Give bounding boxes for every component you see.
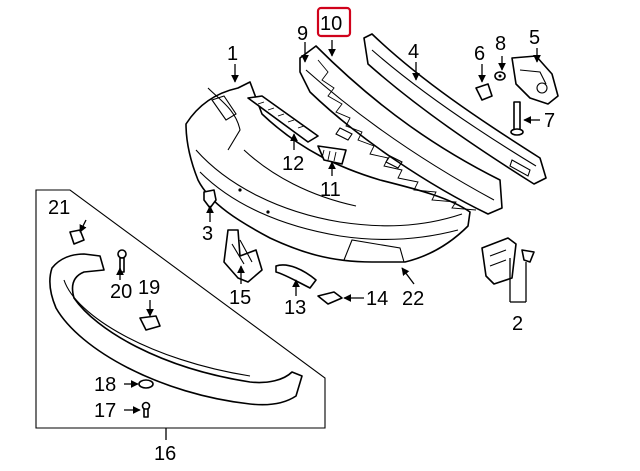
callout-20: 20 [110,281,132,303]
callout-19: 19 [138,277,160,299]
callout-1: 1 [227,43,238,65]
callout-6: 6 [474,43,485,65]
callout-17: 17 [94,400,116,422]
callout-7: 7 [544,110,555,132]
callout-3: 3 [202,223,213,245]
bumper-cover [185,81,471,263]
screw-part-17 [141,401,151,418]
grille-part-11 [317,145,347,165]
callout-12: 12 [282,153,304,175]
callout-22: 22 [402,288,424,310]
callout-labels: 1 9 10 4 6 8 5 7 12 11 3 15 13 14 22 2 2… [48,13,555,465]
callout-13: 13 [284,297,306,319]
callout-2: 2 [512,313,523,335]
reflector-part-14 [317,291,343,305]
washer-part-8 [494,71,506,81]
callout-9: 9 [297,23,308,45]
nut-part-6 [475,83,493,101]
bracket-part-15 [223,229,263,283]
clip-part-3 [203,189,217,209]
highlight-box-10 [316,6,352,38]
callout-14: 14 [366,288,388,310]
callout-21: 21 [48,197,70,219]
callout-11: 11 [320,179,341,201]
clip-part-21 [69,229,85,245]
callout-5: 5 [529,27,540,49]
mount-bracket [511,55,559,105]
callout-10: 10 [320,13,342,35]
callout-16: 16 [154,443,176,465]
reflector-part-13 [275,264,317,289]
nut-part-19 [139,315,161,331]
callout-15: 15 [229,287,251,309]
washer-part-18 [138,379,154,389]
callout-8: 8 [495,33,506,55]
impact-absorber [299,45,503,215]
spoiler-inset-box [35,189,326,429]
leader-lines [79,40,541,440]
callout-18: 18 [94,374,116,396]
bracket-part-2 [481,237,535,285]
screw-part-20 [117,249,127,273]
spoiler-part [49,253,303,406]
grille-part-12 [247,95,319,143]
callout-4: 4 [408,41,419,63]
bolt-part-7 [510,101,524,136]
